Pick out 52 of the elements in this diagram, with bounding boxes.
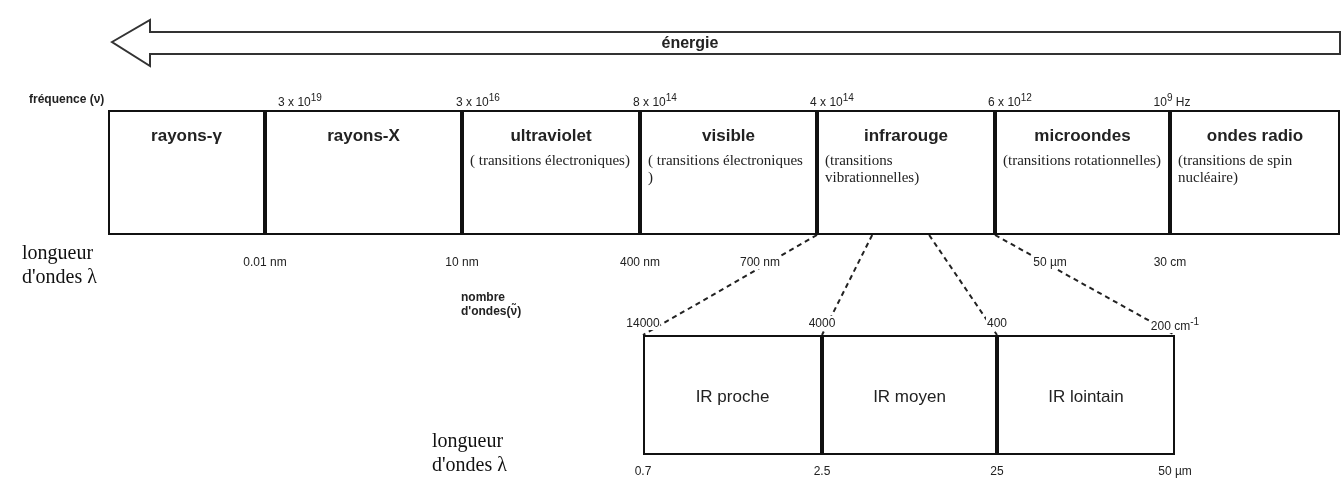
spectrum-band-box	[108, 110, 265, 235]
spectrum-band-box	[640, 110, 817, 235]
spectrum-band-box	[265, 110, 462, 235]
zoom-line	[821, 234, 874, 336]
tick-label: 10$^{9}$ Hz	[1152, 92, 1192, 109]
axis-title: longueur d'ondes λ	[22, 240, 98, 288]
tick-label: 50 µm	[1157, 464, 1193, 478]
tick-label: 200 cm$^{-1}$	[1149, 316, 1201, 333]
tick-label: 10 nm	[444, 255, 480, 269]
tick-label: 14000	[625, 316, 661, 330]
tick-label: 8 x 10$^{14}$	[632, 92, 678, 109]
band-name: ondes radio	[1205, 126, 1305, 146]
band-name: IR proche	[694, 387, 771, 407]
tick-label: 25	[989, 464, 1005, 478]
tick-label: 50 µm	[1032, 255, 1068, 269]
band-name: rayons-X	[326, 126, 401, 146]
spectrum-band-box	[817, 110, 995, 235]
band-name: visible	[701, 126, 756, 146]
tick-label: 4 x 10$^{14}$	[809, 92, 855, 109]
tick-label: 3 x 10$^{19}$	[277, 92, 323, 109]
axis-title: énergie	[660, 34, 720, 52]
infrared-subband-box	[822, 335, 997, 455]
tick-label: 2.5	[812, 464, 832, 478]
tick-label: 700 nm	[739, 255, 781, 269]
spectrum-band-box	[995, 110, 1170, 235]
tick-label: 0.01 nm	[242, 255, 288, 269]
infrared-subband-box	[997, 335, 1175, 455]
tick-label: 6 x 10$^{12}$	[987, 92, 1033, 109]
axis-title: longueur d'ondes λ	[432, 428, 508, 476]
band-name: rayons-γ	[150, 126, 223, 146]
spectrum-band-box	[462, 110, 640, 235]
tick-label: 30 cm	[1152, 255, 1188, 269]
tick-label: 4000	[807, 316, 837, 330]
tick-label: 400	[986, 316, 1008, 330]
band-name: IR lointain	[1047, 387, 1125, 407]
zoom-line	[928, 234, 998, 336]
spectrum-band-box	[1170, 110, 1340, 235]
band-name: IR moyen	[872, 387, 947, 407]
axis-title: fréquence (ν)	[28, 92, 106, 106]
transition-note: (transitions de spin nucléaire)	[1178, 152, 1294, 186]
infrared-subband-box	[643, 335, 822, 455]
band-name: ultraviolet	[509, 126, 593, 146]
zoom-line	[642, 234, 818, 336]
band-name: infrarouge	[862, 126, 950, 146]
transition-note: ( transitions électroniques )	[648, 152, 804, 186]
tick-label: 3 x 10$^{16}$	[455, 92, 501, 109]
band-name: microondes	[1033, 126, 1132, 146]
tick-label: 0.7	[633, 464, 653, 478]
transition-note: (transitions rotationnelles)	[1003, 152, 1162, 169]
transition-note: ( transitions électroniques)	[470, 152, 631, 169]
transition-note: (transitions vibrationnelles)	[825, 152, 921, 186]
tick-label: 400 nm	[619, 255, 661, 269]
